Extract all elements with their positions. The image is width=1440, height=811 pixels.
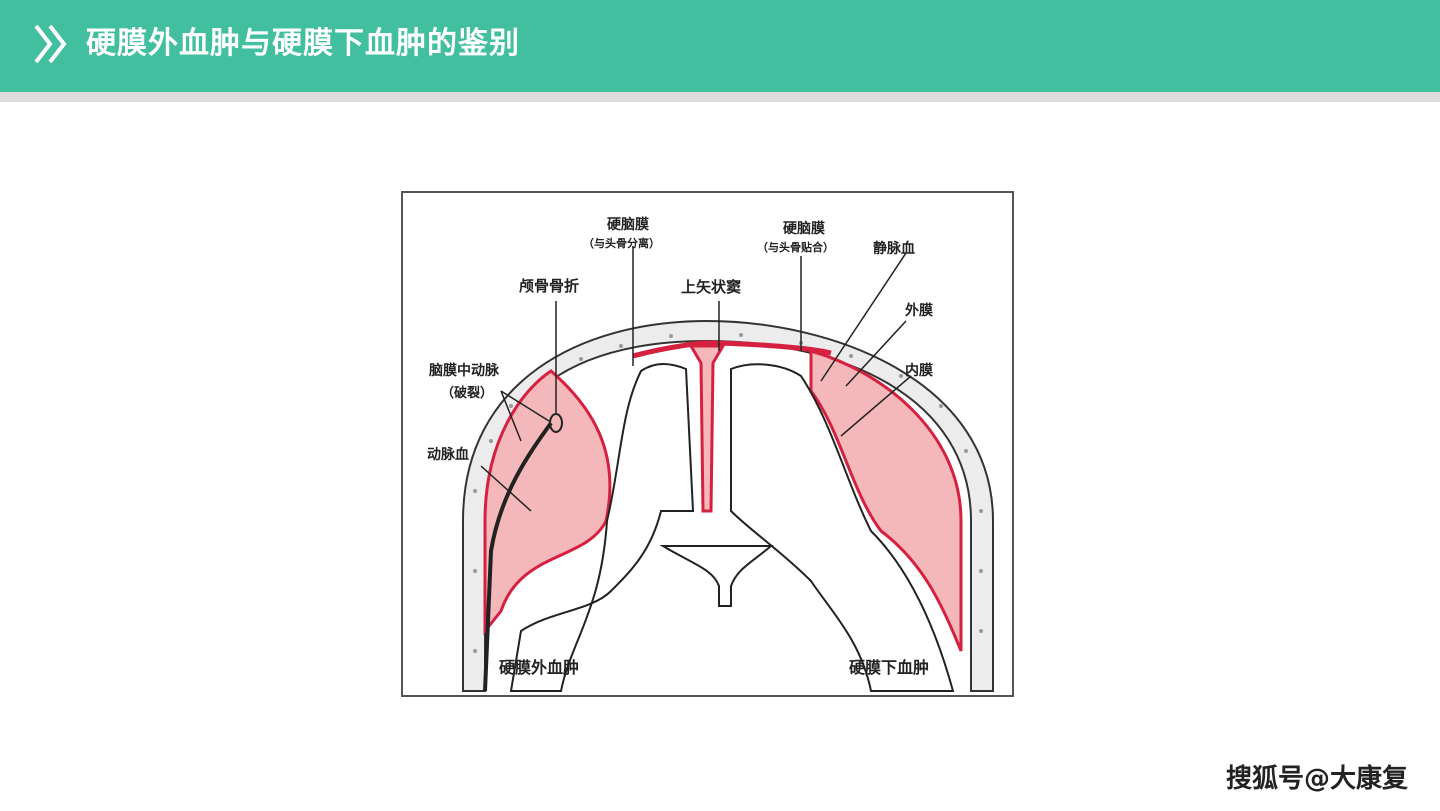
label-venous-blood: 静脉血 — [873, 240, 915, 257]
watermark: 搜狐号@大康复 — [1225, 764, 1408, 794]
meningeal-artery — [483, 421, 553, 692]
label-mma: 脑膜中动脉 — [429, 362, 500, 379]
brain-right — [730, 363, 955, 692]
label-dura-right-note: （与头骨贴合） — [757, 240, 834, 254]
label-inner-membrane: 内膜 — [905, 362, 933, 379]
label-dura-left: 硬脑膜 — [607, 216, 649, 233]
label-dura-right: 硬脑膜 — [783, 220, 825, 237]
label-arterial-blood: 动脉血 — [427, 446, 469, 463]
label-dura-left-note: （与头骨分离） — [583, 236, 660, 250]
page-title: 硬膜外血肿与硬膜下血肿的鉴别 — [86, 26, 520, 61]
label-outer-membrane: 外膜 — [905, 302, 933, 319]
subdural-hematoma — [809, 349, 963, 652]
label-subdural: 硬膜下血肿 — [849, 658, 929, 677]
ventricle — [659, 545, 774, 607]
double-chevron-right-icon — [34, 24, 67, 64]
title-bar: 硬膜外血肿与硬膜下血肿的鉴别 — [0, 0, 1440, 92]
leader-lines — [480, 246, 912, 512]
header-divider — [0, 92, 1440, 102]
brain-left — [509, 363, 695, 692]
skull-texture — [473, 333, 983, 653]
label-sagittal-sinus: 上矢状窦 — [681, 278, 741, 296]
skull-bone — [462, 319, 994, 692]
epidural-hematoma — [483, 369, 612, 636]
sagittal-sinus — [688, 344, 726, 513]
label-mma-note: （破裂） — [441, 385, 493, 401]
label-skull-fracture: 颅骨骨折 — [519, 277, 579, 295]
hematoma-diagram: 硬脑膜 （与头骨分离） 硬脑膜 （与头骨贴合） 静脉血 颅骨骨折 上矢状窦 外膜… — [401, 191, 1014, 697]
artery-rupture — [549, 413, 563, 433]
label-epidural: 硬膜外血肿 — [499, 658, 579, 677]
